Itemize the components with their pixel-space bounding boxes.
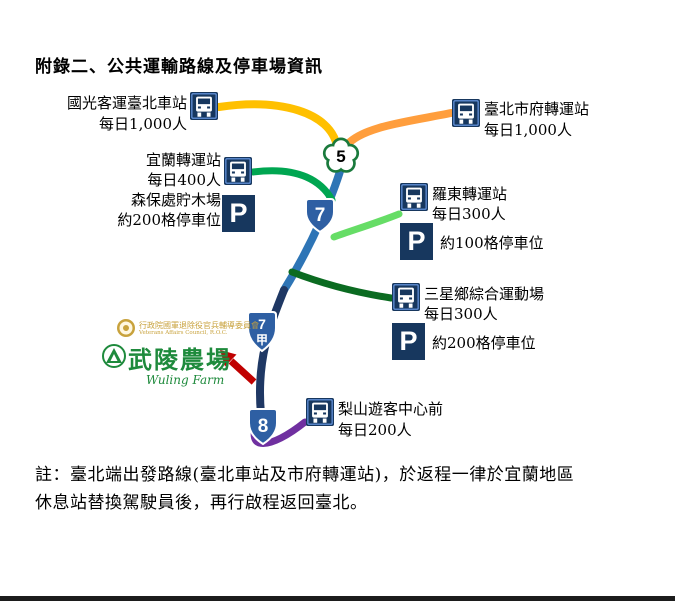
freeway-5-shield: 5 [322, 137, 360, 173]
route-8-shield: 8 [248, 408, 278, 446]
bus-icon [452, 99, 480, 127]
daily-count-lishan: 每日200人 [338, 421, 412, 439]
bus-icon [306, 398, 334, 426]
route-7-number: 7 [315, 205, 326, 226]
parking-icon: P [222, 195, 255, 232]
station-label-guoguang-taipei: 國光客運臺北車站 [66, 94, 187, 112]
route-line-yilan [249, 167, 336, 204]
footnote-line-2: 休息站替換駕駛員後，再行啟程返回臺北。 [35, 493, 368, 513]
station-label-city-hall: 臺北市府轉運站 [484, 100, 590, 118]
route-7jia-number: 7 [258, 316, 266, 332]
bus-icon [400, 183, 428, 211]
daily-count-yilan: 每日400人 [147, 171, 221, 189]
parking-icon: P [400, 223, 433, 260]
route-line-taipei-main [215, 100, 341, 150]
parking-capacity-lumber-yard: 約200格停車位 [117, 211, 221, 229]
veterans-council-name: 行政院國軍退除役官兵輔導委員會 [139, 321, 259, 330]
bus-icon [190, 92, 218, 120]
bus-icon [224, 157, 252, 185]
wuling-arrow-head [220, 350, 237, 367]
daily-count-sanxing: 每日300人 [424, 305, 498, 323]
veterans-council-emblem-icon [117, 319, 135, 337]
wuling-farm-name: 武陵農場 [128, 345, 232, 374]
daily-count-city-hall: 每日1,000人 [484, 121, 572, 139]
window-bottom-edge [0, 596, 675, 601]
veterans-council-name-en: Veterans Affairs Council, R.O.C. [139, 330, 228, 336]
bus-icon [392, 283, 420, 311]
wuling-arrow-shaft [228, 358, 257, 385]
route-line-sanxing [288, 268, 395, 302]
parking-capacity-sanxing: 約200格停車位 [432, 334, 536, 352]
route-line-luodong [330, 210, 403, 241]
parking-capacity-luodong: 約100格停車位 [440, 234, 544, 252]
route-line-city-hall [342, 109, 455, 150]
parking-icon: P [392, 323, 425, 360]
station-label-lishan: 梨山遊客中心前 [338, 400, 444, 418]
route-7-shield: 7 [305, 198, 335, 234]
parking-label-lumber-yard: 森保處貯木場 [130, 191, 221, 209]
footnote-line-1: 註：臺北端出發路線(臺北車站及市府轉運站)，於返程一律於宜蘭地區 [35, 465, 575, 485]
wuling-farm-logo-icon [102, 344, 126, 368]
station-label-yilan: 宜蘭轉運站 [145, 151, 221, 169]
route-8-number: 8 [258, 416, 269, 437]
route-7jia-suffix: 甲 [256, 333, 268, 347]
station-label-luodong: 羅東轉運站 [432, 185, 508, 203]
daily-count-guoguang-taipei: 每日1,000人 [99, 115, 187, 133]
page-title: 附錄二、公共運輸路線及停車場資訊 [35, 57, 323, 77]
freeway-5-number: 5 [336, 147, 345, 166]
station-label-sanxing: 三星鄉綜合運動場 [424, 285, 545, 303]
daily-count-luodong: 每日300人 [432, 205, 506, 223]
wuling-farm-name-en: Wuling Farm [146, 373, 225, 387]
route-7jia-shield: 7 甲 [247, 311, 277, 353]
